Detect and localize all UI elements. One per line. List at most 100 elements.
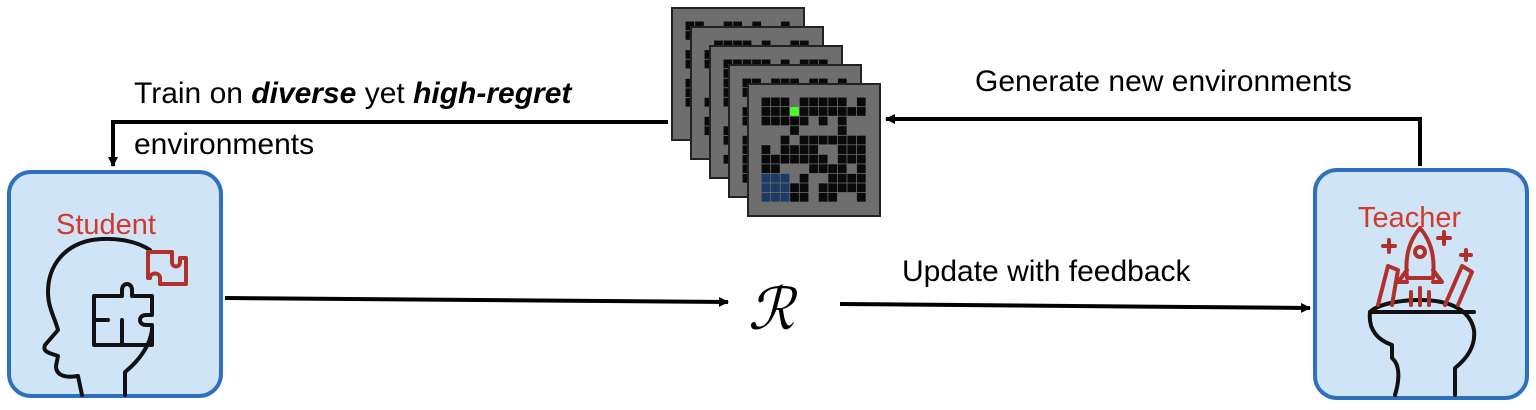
maze-cell xyxy=(847,173,857,183)
maze-cell xyxy=(837,69,847,78)
maze-cell xyxy=(780,69,790,78)
maze-cell xyxy=(733,21,742,31)
maze-cell xyxy=(799,126,809,135)
maze-cell xyxy=(828,97,838,107)
maze-cell xyxy=(780,126,790,135)
maze-cell xyxy=(771,97,780,107)
maze-cell xyxy=(809,88,818,97)
maze-cell xyxy=(742,164,752,174)
maze-cell xyxy=(837,126,847,135)
maze-cell xyxy=(723,12,733,21)
maze-cell xyxy=(685,116,695,126)
maze-cell xyxy=(780,88,790,97)
maze-cell xyxy=(790,154,799,164)
maze-cell xyxy=(828,69,838,78)
maze-cell xyxy=(704,135,714,145)
maze-cell xyxy=(761,154,771,164)
maze-cell xyxy=(856,202,866,212)
maze-cell xyxy=(733,135,742,145)
maze-cell xyxy=(818,202,828,212)
maze-cell xyxy=(723,164,733,174)
maze-cell xyxy=(771,88,780,97)
maze-cell xyxy=(695,78,704,88)
head-puzzle-icon xyxy=(42,236,188,397)
maze-cell xyxy=(809,69,819,78)
maze-cell xyxy=(704,116,714,126)
maze-cell xyxy=(742,97,752,107)
maze-cell xyxy=(704,31,714,40)
maze-cell xyxy=(761,59,771,69)
maze-cell xyxy=(771,126,780,135)
maze-cell xyxy=(780,116,790,126)
maze-cell xyxy=(761,183,771,193)
maze-cell xyxy=(733,69,742,78)
maze-cell xyxy=(866,164,876,174)
maze-cell xyxy=(866,97,876,107)
maze-cell xyxy=(790,173,799,183)
maze-cell xyxy=(828,145,838,154)
maze-cell xyxy=(714,126,723,136)
maze-cell xyxy=(733,40,742,50)
maze-cell xyxy=(780,78,790,88)
maze-cell xyxy=(742,50,752,59)
maze-cell xyxy=(856,97,866,107)
maze-cell xyxy=(695,40,704,50)
maze-cell xyxy=(799,107,809,116)
maze-cell xyxy=(780,154,790,164)
regret-symbol: ℛ xyxy=(748,275,795,343)
maze-cell xyxy=(847,116,857,126)
maze-cell xyxy=(771,145,780,154)
maze-cell xyxy=(780,202,790,212)
maze-cell xyxy=(714,69,723,78)
maze-cell xyxy=(761,31,771,40)
maze-cell xyxy=(761,202,771,212)
maze-cell xyxy=(761,126,771,135)
maze-cell xyxy=(752,78,761,88)
maze-cell xyxy=(790,202,799,212)
maze-cell xyxy=(799,192,809,202)
maze-cell xyxy=(685,97,695,107)
maze-cell xyxy=(771,154,780,164)
maze-cell xyxy=(828,59,838,69)
maze-cell xyxy=(790,50,800,59)
maze-cell xyxy=(799,40,809,50)
maze-cell xyxy=(704,145,714,155)
maze-cell xyxy=(733,50,742,59)
maze-cell xyxy=(752,21,762,31)
regret-to-teacher-arrow xyxy=(839,302,1311,313)
maze-cell xyxy=(828,164,838,174)
maze-cell xyxy=(752,154,761,164)
maze-cell xyxy=(695,12,704,21)
maze-cell xyxy=(685,69,695,78)
student-to-regret-arrow xyxy=(224,296,729,307)
maze-cell xyxy=(761,21,771,31)
maze-cell xyxy=(771,69,780,78)
maze-cell xyxy=(828,135,838,145)
maze-cell xyxy=(723,154,733,164)
maze-cell xyxy=(723,50,733,59)
maze-cell xyxy=(837,107,847,116)
maze-cell xyxy=(828,183,838,193)
maze-cell xyxy=(771,31,781,40)
maze-cell xyxy=(780,59,790,69)
maze-cell xyxy=(856,126,866,135)
maze-cell xyxy=(809,135,818,145)
maze-cell xyxy=(742,88,752,97)
maze-cell xyxy=(790,183,799,193)
maze-cell xyxy=(790,97,799,107)
maze-cell xyxy=(780,40,790,50)
maze-cell xyxy=(752,126,761,135)
maze-cell xyxy=(771,192,780,202)
maze-cell xyxy=(685,31,695,40)
maze-cell xyxy=(771,202,780,212)
maze-cell xyxy=(752,97,761,107)
maze-cell xyxy=(790,59,800,69)
maze-cell xyxy=(818,69,828,78)
maze-cell xyxy=(837,192,847,202)
maze-cell xyxy=(742,31,752,40)
maze-cell xyxy=(704,126,714,136)
maze-cell xyxy=(761,50,771,59)
maze-cell xyxy=(828,192,838,202)
maze-cell xyxy=(685,88,695,98)
